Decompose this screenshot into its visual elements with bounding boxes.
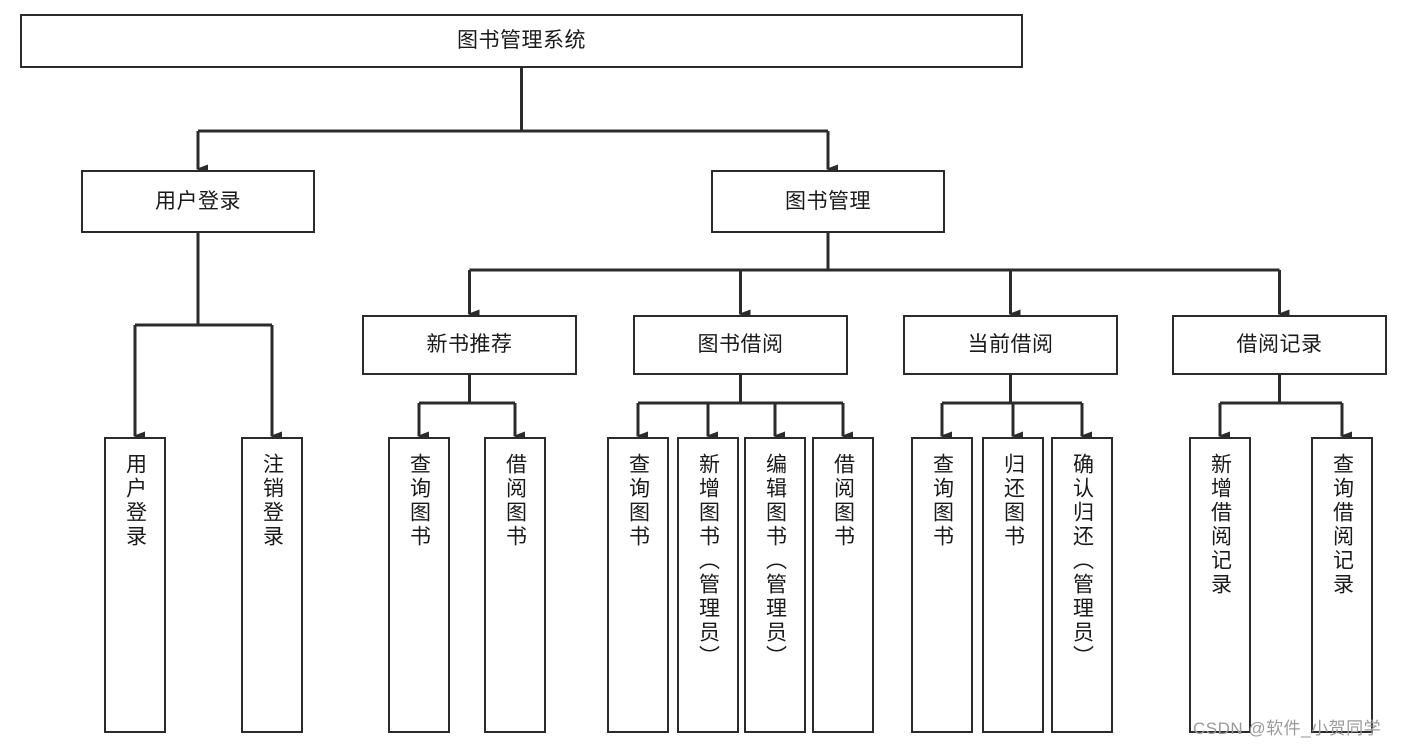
connector-lines: [133, 68, 1352, 441]
node-leaf-borrow-book[interactable]: 借阅图书: [812, 437, 874, 733]
node-user-login-label: 用户登录: [155, 189, 241, 213]
node-leaf-edit-book-label: 编辑图书（管理员）: [763, 453, 787, 669]
node-leaf-borrow-book-label: 借阅图书: [831, 453, 855, 549]
watermark-text: CSDN @软件_小贺同学: [1193, 719, 1382, 738]
node-book-borrow-label: 图书借阅: [697, 333, 784, 357]
node-leaf-user-logout-label: 注销登录: [260, 453, 284, 549]
node-leaf-user-login-label: 用户登录: [123, 453, 147, 549]
node-root-label: 图书管理系统: [457, 29, 586, 53]
node-current-borrow[interactable]: 当前借阅: [903, 315, 1118, 375]
node-leaf-query-record-label: 查询借阅记录: [1330, 453, 1354, 597]
node-leaf-add-record-label: 新增借阅记录: [1208, 453, 1232, 597]
node-borrow-record[interactable]: 借阅记录: [1172, 315, 1387, 375]
node-book-manage[interactable]: 图书管理: [711, 170, 945, 233]
node-current-borrow-label: 当前借阅: [967, 333, 1054, 357]
node-new-book-rec-label: 新书推荐: [426, 333, 513, 357]
node-leaf-query-book-cur-label: 查询图书: [930, 453, 954, 549]
node-leaf-query-book-rec[interactable]: 查询图书: [388, 437, 450, 733]
node-leaf-query-book-label: 查询图书: [626, 453, 650, 549]
node-leaf-query-book[interactable]: 查询图书: [607, 437, 669, 733]
node-book-manage-label: 图书管理: [785, 189, 871, 213]
node-root[interactable]: 图书管理系统: [20, 14, 1023, 68]
node-borrow-record-label: 借阅记录: [1236, 333, 1323, 357]
node-leaf-query-record[interactable]: 查询借阅记录: [1311, 437, 1373, 733]
node-leaf-user-logout[interactable]: 注销登录: [241, 437, 303, 733]
node-leaf-return-book-label: 归还图书: [1001, 453, 1025, 549]
node-leaf-return-book[interactable]: 归还图书: [982, 437, 1044, 733]
node-book-borrow[interactable]: 图书借阅: [633, 315, 848, 375]
node-leaf-query-book-rec-label: 查询图书: [407, 453, 431, 549]
node-leaf-borrow-book-rec-label: 借阅图书: [503, 453, 527, 549]
node-leaf-confirm-return-label: 确认归还（管理员）: [1070, 453, 1094, 669]
node-user-login[interactable]: 用户登录: [81, 170, 315, 233]
node-leaf-confirm-return[interactable]: 确认归还（管理员）: [1051, 437, 1113, 733]
node-leaf-add-book[interactable]: 新增图书（管理员）: [677, 437, 739, 733]
node-leaf-add-record[interactable]: 新增借阅记录: [1189, 437, 1251, 733]
node-leaf-edit-book[interactable]: 编辑图书（管理员）: [744, 437, 806, 733]
node-leaf-borrow-book-rec[interactable]: 借阅图书: [484, 437, 546, 733]
node-leaf-user-login[interactable]: 用户登录: [104, 437, 166, 733]
node-leaf-add-book-label: 新增图书（管理员）: [696, 453, 720, 669]
node-new-book-rec[interactable]: 新书推荐: [362, 315, 577, 375]
node-leaf-query-book-cur[interactable]: 查询图书: [911, 437, 973, 733]
